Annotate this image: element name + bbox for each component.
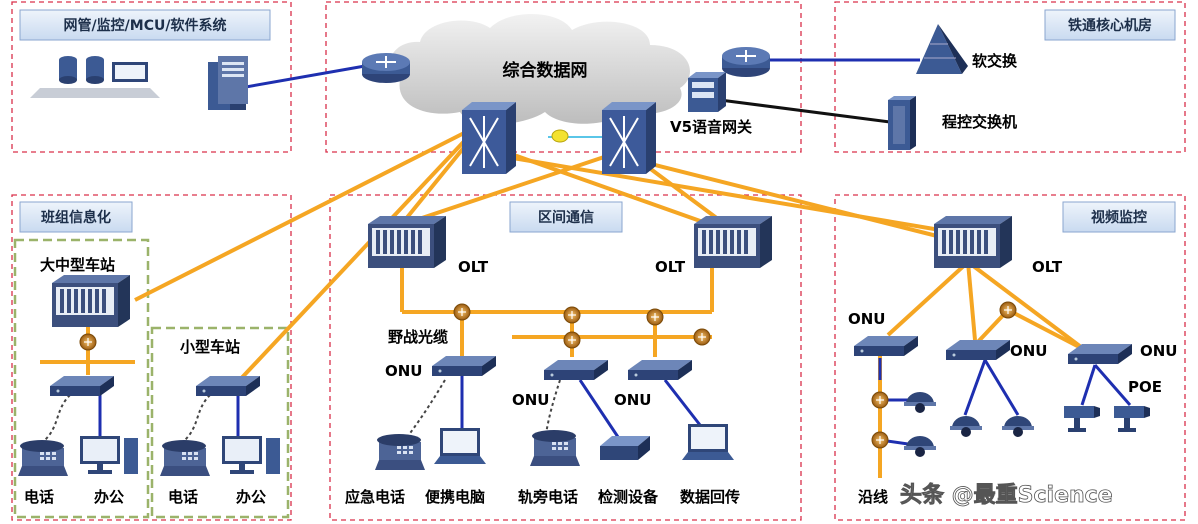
- core-network-frame: [325, 1, 802, 153]
- interval-onu-1-label: ONU: [385, 362, 423, 380]
- interval-onu-3: [628, 360, 692, 380]
- nms-workstations: [30, 56, 160, 98]
- interval-node-1: [453, 303, 471, 321]
- nms-link: [239, 64, 366, 90]
- link-joint: [551, 129, 569, 143]
- section-title-core: 铁通核心机房: [1068, 17, 1152, 34]
- v5-gateway: [688, 72, 726, 112]
- small-station-phone: [160, 440, 210, 476]
- video-onu-1-label: ONU: [848, 310, 886, 328]
- section-title-video: 视频监控: [1091, 209, 1147, 226]
- section-title-team: 班组信息化: [41, 209, 111, 226]
- bullet-camera-2: [1114, 406, 1150, 432]
- section-header-nms: 网管/监控/MCU/软件系统: [19, 9, 271, 41]
- along-line-label: 沿线: [858, 488, 888, 506]
- detect-device: [600, 436, 650, 460]
- section-header-team: 班组信息化: [19, 201, 133, 233]
- small-station-frame: [150, 326, 290, 519]
- data-return-laptop: [682, 424, 734, 460]
- nms-frame: [11, 1, 292, 153]
- dome-camera-2: [904, 436, 936, 457]
- data-network-cloud: 综合数据网: [389, 13, 690, 125]
- nms-server: [208, 56, 248, 110]
- softswitch-label: 软交换: [972, 52, 1018, 70]
- core-switch-right: [601, 101, 657, 175]
- dome-camera-4: [1002, 416, 1034, 437]
- video-olt-label: OLT: [1032, 258, 1063, 276]
- video-splitter: [999, 301, 1017, 319]
- small-station-label: 小型车站: [180, 338, 240, 356]
- interval-olt-right: [694, 216, 772, 268]
- interval-node-2: [563, 306, 581, 324]
- interval-node-5: [693, 328, 711, 346]
- trackside-phone-label: 轨旁电话: [518, 488, 578, 506]
- interval-onu-1: [432, 356, 496, 376]
- video-node-2: [871, 431, 889, 449]
- video-frame: [834, 194, 1186, 521]
- data-return-label: 数据回传: [680, 488, 740, 506]
- bullet-camera-1: [1064, 406, 1100, 432]
- laptop: [434, 428, 486, 464]
- video-onu-2: [946, 340, 1010, 360]
- drop-links: [98, 358, 1132, 447]
- emergency-phone-label: 应急电话: [345, 488, 405, 506]
- section-title-interval: 区间通信: [538, 209, 594, 226]
- poe-label: POE: [1128, 378, 1162, 396]
- pbx-label: 程控交换机: [942, 113, 1017, 131]
- emergency-phone: [375, 434, 425, 470]
- edge-router-left: [361, 52, 411, 84]
- pbx: [888, 96, 916, 150]
- dome-camera-1: [904, 392, 936, 413]
- big-station-olt: [52, 275, 130, 327]
- watermark: 头条 @最重Science: [900, 482, 1113, 508]
- field-cable-label: 野战光缆: [388, 328, 448, 346]
- big-station-pc: [80, 436, 138, 474]
- core-room-frame: [834, 1, 1186, 153]
- big-station-phone: [18, 440, 68, 476]
- video-node-1: [871, 391, 889, 409]
- small-station-pc: [222, 436, 280, 474]
- softswitch: [916, 24, 968, 74]
- interval-onu-2: [544, 360, 608, 380]
- video-olt: [934, 216, 1012, 268]
- big-station-splitter: [79, 333, 97, 351]
- small-station-phone-label: 电话: [168, 488, 198, 506]
- team-frame: [11, 194, 292, 521]
- v5-gateway-label: V5语音网关: [670, 118, 752, 136]
- pbx-link: [719, 98, 891, 124]
- laptop-label: 便携电脑: [425, 488, 485, 506]
- interval-node-4: [563, 331, 581, 349]
- big-station-frame: [13, 238, 150, 519]
- interval-frame: [329, 194, 802, 521]
- section-title-nms: 网管/监控/MCU/软件系统: [64, 17, 227, 34]
- big-station-label: 大中型车站: [40, 256, 115, 274]
- interval-olt-left-label: OLT: [458, 258, 489, 276]
- orange-links: [40, 128, 1087, 478]
- section-header-core: 铁通核心机房: [1044, 9, 1176, 41]
- video-onu-1: [854, 336, 918, 356]
- detect-device-label: 检测设备: [598, 488, 659, 506]
- video-onu-2-label: ONU: [1010, 342, 1048, 360]
- phone-cords: [44, 379, 561, 441]
- video-onu-3-label: ONU: [1140, 342, 1178, 360]
- big-station-phone-label: 电话: [24, 488, 54, 506]
- core-switch-left: [461, 101, 517, 175]
- interval-olt-left: [368, 216, 446, 268]
- dome-camera-3: [950, 416, 982, 437]
- section-header-video: 视频监控: [1062, 201, 1176, 233]
- section-header-interval: 区间通信: [509, 201, 623, 233]
- cloud-label: 综合数据网: [503, 60, 588, 81]
- small-station-onu: [196, 376, 260, 396]
- trackside-phone: [530, 430, 580, 466]
- big-station-onu: [50, 376, 114, 396]
- interval-onu-2-label: ONU: [512, 391, 550, 409]
- edge-router-right: [721, 46, 771, 78]
- interval-node-3: [646, 308, 664, 326]
- interval-onu-3-label: ONU: [614, 391, 652, 409]
- interval-olt-right-label: OLT: [655, 258, 686, 276]
- small-station-office-label: 办公: [236, 488, 266, 506]
- big-station-office-label: 办公: [94, 488, 124, 506]
